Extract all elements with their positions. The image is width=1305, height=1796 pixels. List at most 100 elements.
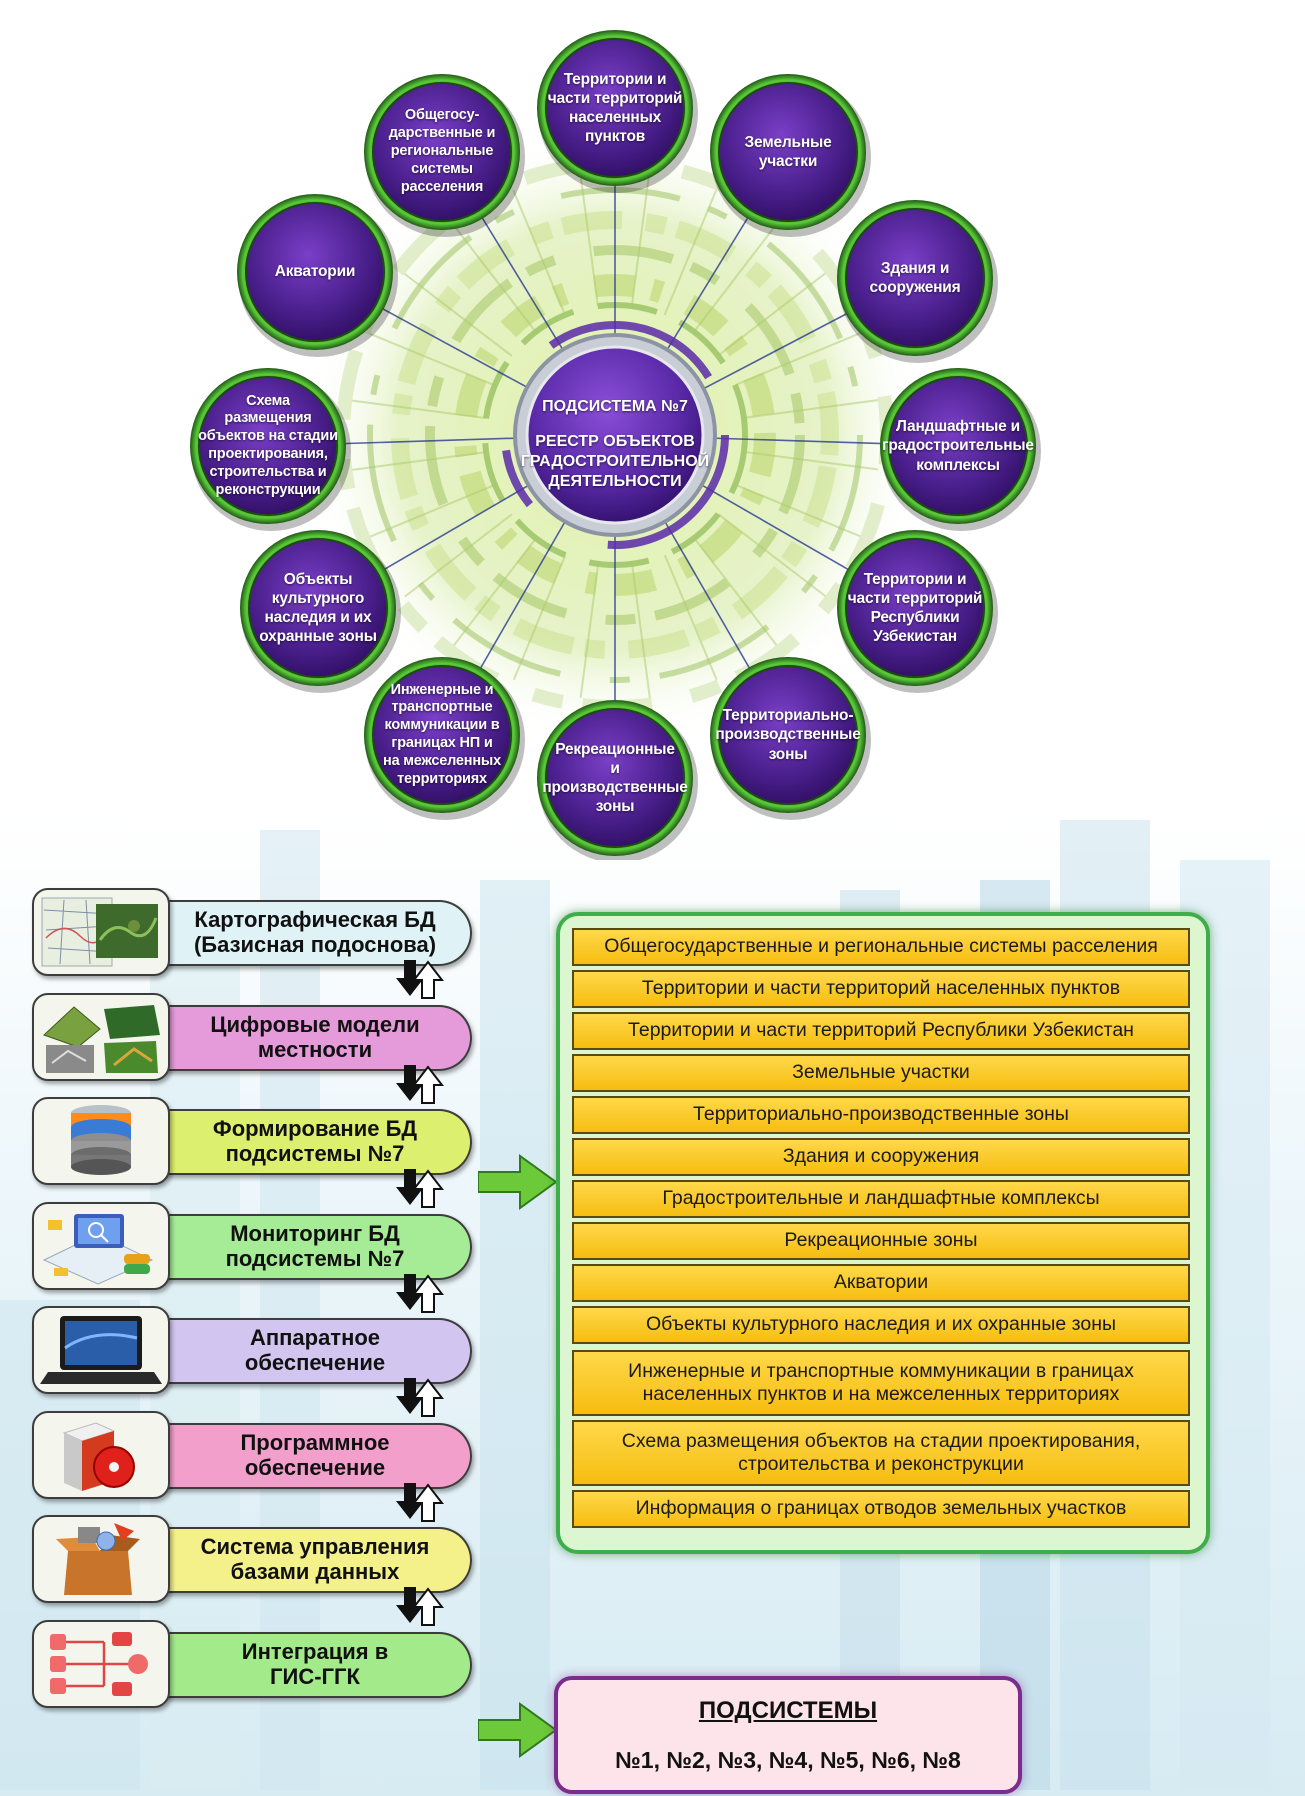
software-box-icon [32,1410,170,1499]
registry-item: Общегосударственные и региональные систе… [572,928,1190,966]
center-title: ПОДСИСТЕМА №7 [542,398,688,415]
step-label: Программное обеспечение [160,1422,472,1489]
node-circle [837,200,998,363]
node-label: Территории и части территорий населенных… [547,70,683,146]
tech-ring-tick [743,399,878,419]
node-circle [537,30,698,193]
tech-ring-tick [512,554,567,681]
step-label: Система управления базами данных [160,1527,472,1593]
node-circle [190,368,351,531]
flow-arrows-icon [396,960,444,999]
node-circles [190,30,1041,860]
tech-ring-tick [404,513,513,598]
tech-ring-tick [404,273,513,357]
laptop-monitoring-icon [32,1201,170,1290]
step-digital-terrain-models: Цифровые модели местности [32,992,480,1081]
arrow-to-subsystems [478,1702,558,1758]
tech-ring-tick [734,332,861,387]
tech-ring-tick [369,332,496,387]
node-circle [240,530,401,693]
node-circle [537,700,698,860]
step-label: Цифровые модели местности [160,1004,472,1071]
dbms-box-icon [32,1515,170,1603]
node-label: Здания и сооружения [869,259,961,296]
node-label: Схема размещения объектов на стадии прое… [198,392,338,498]
registry-item: Земельные участки [572,1054,1190,1092]
flow-arrows-icon [396,1064,444,1104]
node-label: Общегосу- дарственные и региональные сис… [388,107,496,195]
flow-arrows-icon [396,1169,444,1208]
center-label: ПОДСИСТЕМА №7 РЕЕСТР ОБЪЕКТОВ ГРАДОСТРОИ… [515,370,715,520]
map-thumbnail-icon [32,888,170,976]
registry-item: Территориально-производственные зоны [572,1096,1190,1134]
tech-ring-tick [369,483,496,538]
registry-objects-panel: Общегосударственные и региональные систе… [556,912,1210,1554]
node-circle [880,368,1041,531]
registry-item: Рекреационные зоны [572,1222,1190,1260]
node-label: Ландшафтные и градостроительные комплекс… [882,418,1034,474]
flow-arrows-icon [396,1378,444,1417]
tech-ring-tick [512,189,567,316]
node-circle [364,74,525,237]
arrow-to-registry [478,1154,558,1210]
step-label: Аппаратное обеспечение [160,1318,472,1384]
step-label: Мониторинг БД подсистемы №7 [160,1213,472,1280]
tech-ring-tick [663,554,718,681]
node-label: Земельные участки [744,133,832,170]
tech-ring-tick [693,537,778,646]
tech-ring-tick [452,224,537,333]
step-db-monitoring: Мониторинг БД подсистемы №7 [32,1201,480,1290]
tech-ring-tick [631,563,651,698]
laptop-icon [32,1306,170,1394]
registry-item: Градостроительные и ландшафтные комплекс… [572,1180,1190,1218]
database-stack-icon [32,1097,170,1185]
flow-arrows-icon [396,1482,444,1522]
node-circle [364,657,525,820]
tech-ring-tick [352,399,487,420]
subsystems-title: ПОДСИСТЕМЫ [698,1696,878,1724]
tech-ring-tick [663,189,718,316]
step-db-formation: Формирование БД подсистемы №7 [32,1097,480,1185]
registry-item: Акватории [572,1264,1190,1302]
registry-item: Объекты культурного наследия и их охранн… [572,1306,1190,1344]
node-label: Инженерные и транспортные коммуникации в… [383,681,501,787]
registry-item: Схема размещения объектов на стадии прое… [572,1420,1190,1486]
center-circle [525,345,705,525]
node-circle [710,74,871,237]
registry-item: Территории и части территорий населенных… [572,970,1190,1008]
subsystems-box: ПОДСИСТЕМЫ №1, №2, №3, №4, №5, №6, №8 [554,1676,1022,1794]
node-label: Объекты культурного наследия и их охранн… [259,570,377,646]
step-cartographic-db: Картографическая БД (Базисная подоснова) [32,888,480,976]
tech-ring-tick [693,224,777,333]
node-circle [710,657,871,820]
tech-ring-tick [743,450,878,471]
terrain-model-icon [32,992,170,1081]
flow-arrows-icon [396,1273,444,1313]
step-dbms: Система управления базами данных [32,1515,480,1603]
registry-item: Инженерные и транспортные коммуникации в… [572,1350,1190,1416]
node-circle [837,530,998,693]
step-label: Формирование БД подсистемы №7 [160,1109,472,1175]
step-label: Картографическая БД (Базисная подоснова) [160,900,472,966]
tech-ring-tick [352,451,487,471]
flow-arrows-icon [396,1587,444,1626]
step-software: Программное обеспечение [32,1410,480,1499]
registry-item: Здания и сооружения [572,1138,1190,1176]
subsystems-numbers: №1, №2, №3, №4, №5, №6, №8 [615,1746,961,1773]
step-gis-integration: Интеграция в ГИС-ГГК [32,1619,480,1708]
node-circle [237,194,398,357]
step-label: Интеграция в ГИС-ГГК [160,1631,472,1698]
node-label: Территории и части территорий Республики… [847,570,983,646]
node-label: Рекреационные и производственные зоны [542,740,688,816]
tech-ring-tick [579,172,599,307]
registry-wheel-diagram [190,30,1041,860]
node-label: Территориально- производственные зоны [715,707,861,763]
tech-ring-tick [734,483,861,538]
tech-ring-tick [579,563,600,698]
tech-ring-tick [717,513,826,597]
integration-network-icon [32,1619,170,1708]
registry-item: Информация о границах отводов земельных … [572,1490,1190,1528]
tech-ring-tick [717,272,826,357]
center-subtitle: РЕЕСТР ОБЪЕКТОВ ГРАДОСТРОИТЕЛЬНОЙ ДЕЯТЕЛ… [520,433,710,490]
registry-item: Территории и части территорий Республики… [572,1012,1190,1050]
